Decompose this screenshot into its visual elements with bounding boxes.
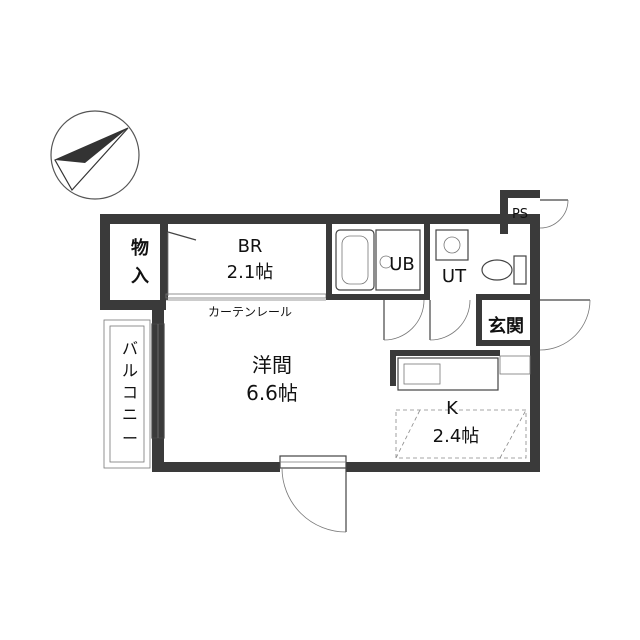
washbasin xyxy=(435,229,469,261)
svg-text:バ: バ xyxy=(122,339,138,358)
label-ub: UB xyxy=(389,254,415,275)
label-storage-1: 物 xyxy=(131,237,149,259)
label-br-size: 2.1帖 xyxy=(227,262,274,283)
storage-door xyxy=(167,231,197,296)
label-balcony: バ ル コ ニ ー xyxy=(122,339,138,448)
ut-door xyxy=(429,299,471,341)
north-arrow-icon xyxy=(50,110,140,200)
entrance-door xyxy=(539,299,591,351)
label-entrance: 玄関 xyxy=(488,315,524,337)
label-storage-2: 入 xyxy=(131,266,149,287)
ps-door xyxy=(539,199,569,229)
kitchen-floor xyxy=(395,409,527,459)
kitchen-counter xyxy=(397,357,499,391)
label-ps: PS xyxy=(512,207,528,222)
svg-text:ル: ル xyxy=(122,361,138,380)
svg-text:ー: ー xyxy=(122,429,138,448)
label-western-size: 6.6帖 xyxy=(246,381,298,405)
svg-text:コ: コ xyxy=(122,383,138,402)
toilet xyxy=(481,255,527,285)
svg-text:ニ: ニ xyxy=(122,405,138,424)
bathtub xyxy=(335,229,421,291)
label-kitchen-name: K xyxy=(446,398,459,419)
front-window xyxy=(279,455,347,469)
label-ut: UT xyxy=(442,266,467,287)
label-western-name: 洋間 xyxy=(252,353,292,377)
walls xyxy=(100,190,540,472)
balcony xyxy=(103,319,165,469)
ub-door xyxy=(383,299,425,341)
label-br-name: BR xyxy=(238,236,263,257)
label-curtain-rail: カーテンレール xyxy=(208,305,292,319)
label-kitchen-size: 2.4帖 xyxy=(433,426,480,447)
bottom-door xyxy=(281,467,347,533)
